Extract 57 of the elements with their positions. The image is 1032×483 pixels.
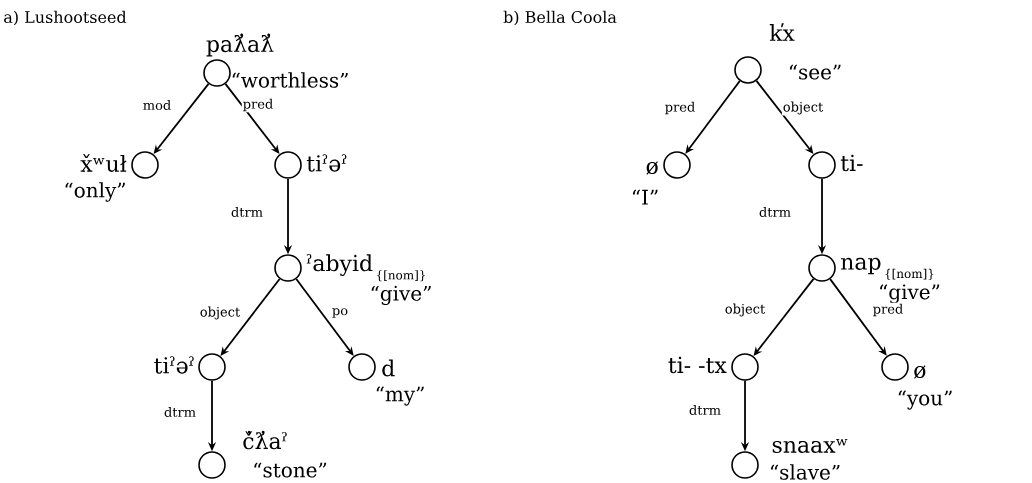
node-text: ø [646,161,658,175]
tree-node-circle [668,353,759,381]
node-text: d [382,359,395,377]
node-text: ti- -tx [668,356,727,374]
node-text: “give” [880,284,940,304]
edge-label: po [330,307,350,319]
edge-label: pred [871,302,905,318]
node-text: “give” [371,285,431,305]
tree-node-circle [348,353,424,406]
node-text: tiˀəˀ [306,154,347,172]
tree-node-circle [274,151,347,179]
edge-label: object [781,100,825,116]
panel-title: a) Lushootseed [4,10,127,26]
node-text: ø [914,365,926,379]
node-text: “slave” [770,464,840,480]
arrow [829,278,887,356]
arrow [295,278,354,356]
edge-label: mod [141,98,173,112]
node-text: “I” [632,189,658,205]
node-text: paƛ̓aƛ̓ [206,33,274,57]
node-text: “stone” [254,462,327,478]
edge-label: pred [663,100,697,116]
node-text: “worthless” [232,72,348,88]
node-text: snaaxʷ [772,439,848,453]
node-text: “my” [376,386,424,406]
edge-label: object [198,305,242,321]
node-text: č̓ƛ̓aˀ [243,430,287,450]
node-text: “only” [65,182,125,202]
edge-label: dtrm [687,403,723,417]
tree-node-circle [632,151,691,205]
node-text: x̌ʷuł [80,154,127,172]
tree-node-circle [808,254,940,304]
node-text: tiˀəˀ [154,356,194,374]
node-text: ˀabyid [306,254,373,276]
tree-node-circle [203,33,348,88]
edge-label: dtrm [229,205,265,219]
panel-title: b) Bella Coola [503,10,617,26]
arrow [685,80,741,154]
tree-node-circle [274,254,431,305]
node-text: {[nom]} [377,270,425,282]
node-text: k̕x [769,23,795,41]
edge-label: pred [241,97,275,113]
node-text: ti- [840,154,863,172]
tree-node-circle [808,151,863,179]
tree-node-circle [734,23,841,84]
tree-node-circle [198,430,327,479]
node-text: “see” [789,64,841,80]
tree-node-circle [881,353,952,410]
edge-label: dtrm [757,205,793,219]
edge-label: object [723,302,767,318]
node-text: “you” [898,390,952,410]
node-text: {[nom]} [885,268,934,280]
node-text: nap [841,257,881,275]
tree-node-circle [731,439,848,480]
tree-node-circle [65,151,159,202]
tree-node-circle [154,353,226,381]
edge-label: dtrm [162,405,198,419]
